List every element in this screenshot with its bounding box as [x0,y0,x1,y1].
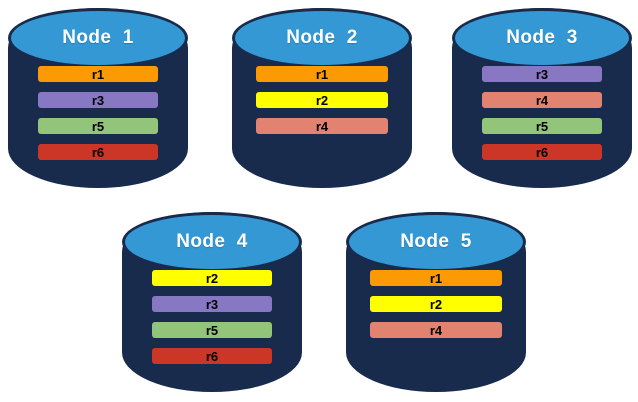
cylinder-top-ellipse [232,8,412,68]
replica-bar-r6[interactable]: r6 [482,144,602,160]
database-node-2[interactable]: Node 2 r1 r2 r4 [232,8,412,188]
replica-label: r4 [535,92,549,108]
replica-label: r1 [91,66,105,82]
replica-bar-r2[interactable]: r2 [152,270,272,286]
replica-label: r6 [535,144,549,160]
replica-label: r3 [205,296,219,312]
replica-label: r2 [315,92,329,108]
replica-label: r6 [205,348,219,364]
replica-bar-r4[interactable]: r4 [482,92,602,108]
database-node-1[interactable]: Node 1 r1 r3 r5 r6 [8,8,188,188]
replica-list: r1 r3 r5 r6 [8,66,188,160]
replica-bar-r6[interactable]: r6 [38,144,158,160]
database-node-5[interactable]: Node 5 r1 r2 r4 [346,212,526,392]
replica-bar-r2[interactable]: r2 [256,92,388,108]
replica-label: r4 [315,118,329,134]
replica-bar-r3[interactable]: r3 [38,92,158,108]
cylinder-top-ellipse [346,212,526,272]
database-node-4[interactable]: Node 4 r2 r3 r5 r6 [122,212,302,392]
node-label: Node 3 [506,27,578,48]
replica-bar-r3[interactable]: r3 [152,296,272,312]
replica-label: r5 [535,118,549,134]
node-label: Node 1 [62,27,134,48]
replica-label: r6 [91,144,105,160]
replica-label: r5 [91,118,105,134]
replica-label: r2 [205,270,219,286]
replica-label: r5 [205,322,219,338]
replica-bar-r3[interactable]: r3 [482,66,602,82]
replica-bar-r1[interactable]: r1 [370,270,502,286]
replica-bar-r1[interactable]: r1 [38,66,158,82]
replica-list: r3 r4 r5 r6 [452,66,632,160]
replica-bar-r1[interactable]: r1 [256,66,388,82]
replica-label: r3 [91,92,105,108]
replica-bar-r4[interactable]: r4 [256,118,388,134]
replica-bar-r2[interactable]: r2 [370,296,502,312]
replica-label: r1 [315,66,329,82]
node-label: Node 2 [286,27,358,48]
replica-bar-r4[interactable]: r4 [370,322,502,338]
replica-bar-r5[interactable]: r5 [38,118,158,134]
node-label: Node 4 [176,231,248,252]
replica-bar-r6[interactable]: r6 [152,348,272,364]
replica-label: r4 [429,322,443,338]
replica-list: r1 r2 r4 [232,66,412,134]
replica-bar-r5[interactable]: r5 [482,118,602,134]
node-label: Node 5 [400,231,472,252]
database-node-3[interactable]: Node 3 r3 r4 r5 r6 [452,8,632,188]
replica-bar-r5[interactable]: r5 [152,322,272,338]
replica-list: r2 r3 r5 r6 [122,270,302,364]
replica-list: r1 r2 r4 [346,270,526,338]
cylinder-top-ellipse [8,8,188,68]
replica-label: r1 [429,270,443,286]
replica-label: r3 [535,66,549,82]
replica-label: r2 [429,296,443,312]
